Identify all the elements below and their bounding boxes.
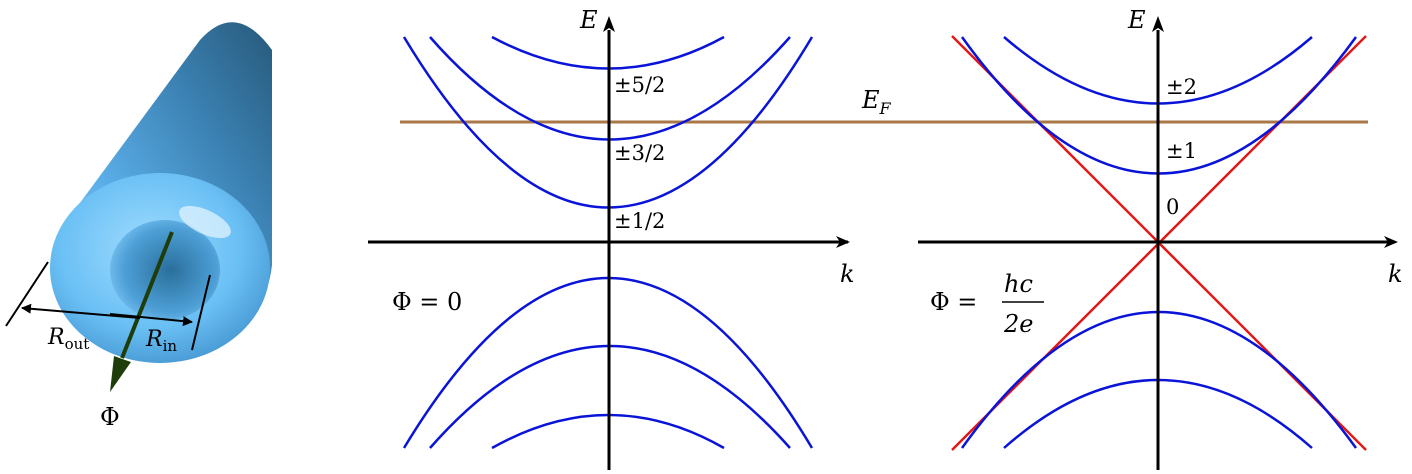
- tube-highlight: [179, 205, 231, 239]
- fermi-label: EF: [861, 86, 892, 118]
- r-out-arrow: [21, 303, 141, 319]
- flux-arrow-head: [110, 356, 131, 392]
- panel2-band-label-2: ±2: [1166, 75, 1197, 99]
- panel1-y-axis-label: E: [579, 6, 598, 34]
- panel1-band-label-1-2: ±1/2: [614, 209, 665, 233]
- panel1-band-label-3-2: ±3/2: [614, 141, 665, 165]
- panel1-flux-label: Φ = 0: [392, 288, 462, 316]
- panel2-y-axis-label: E: [1127, 6, 1146, 34]
- panel1-x-axis-label: k: [840, 260, 855, 288]
- tube-flux-label: Φ: [100, 403, 120, 431]
- panel-phi-half: E k ±2 ±1 0 Φ = hc 2e: [918, 6, 1403, 470]
- panel-phi-zero: E k ±5/2 ±3/2 ±1/2 Φ = 0: [368, 6, 855, 470]
- panel1-y-axis-arrowhead: [603, 16, 615, 32]
- panel1-x-axis-arrowhead: [836, 236, 850, 248]
- panel2-x-axis-arrowhead: [1384, 236, 1398, 248]
- fermi-level: EF: [400, 86, 1368, 124]
- panel2-flux-prefix: Φ =: [930, 288, 977, 316]
- panel2-flux-label: Φ = hc 2e: [930, 270, 1044, 338]
- panel2-band-label-1: ±1: [1166, 139, 1197, 163]
- r-out-label: Rout: [47, 325, 89, 353]
- panel2-flux-numerator: hc: [1004, 270, 1033, 298]
- r-in-label: Rin: [145, 327, 177, 355]
- panel2-band-label-0: 0: [1166, 195, 1179, 219]
- r-in-arrow: [109, 313, 193, 327]
- flux-arrow-shaft: [120, 231, 174, 359]
- r-out-tick: [5, 261, 49, 327]
- panel2-x-axis-label: k: [1388, 260, 1403, 288]
- tube-end-hole: [110, 220, 220, 320]
- nanotube-illustration: Rout Rin Φ: [5, 22, 272, 431]
- panel1-band-label-5-2: ±5/2: [614, 73, 665, 97]
- panel2-flux-denominator: 2e: [1003, 310, 1033, 338]
- r-in-tick: [191, 274, 211, 351]
- panel2-y-axis-arrowhead: [1152, 16, 1164, 32]
